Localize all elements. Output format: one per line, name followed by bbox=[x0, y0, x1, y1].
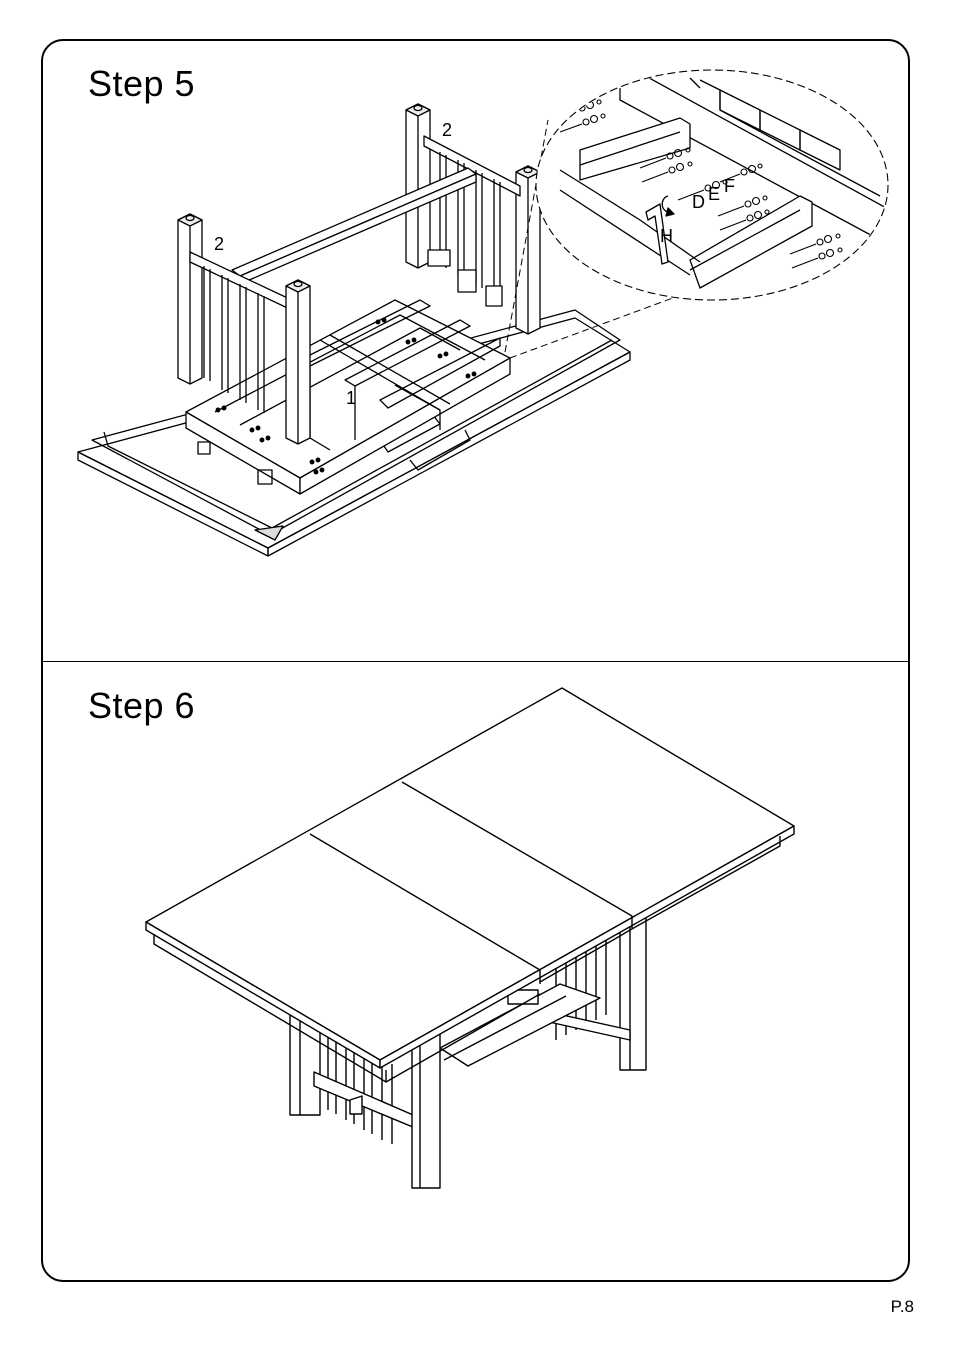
tool-h-label: H bbox=[660, 226, 673, 246]
hardware-e-label: E bbox=[708, 184, 720, 204]
part-1-label: 1 bbox=[346, 388, 356, 408]
leg-assembly-right bbox=[406, 104, 540, 334]
page-number: P.8 bbox=[891, 1297, 914, 1317]
step-6-illustration bbox=[0, 660, 954, 1280]
part-2-label-left: 2 bbox=[214, 234, 224, 254]
tabletop bbox=[146, 688, 794, 1082]
part-2-label-right: 2 bbox=[442, 120, 452, 140]
hardware-f-label: F bbox=[724, 176, 735, 196]
hardware-d-label: D bbox=[692, 192, 705, 212]
step-5-illustration: 1 2 2 D E F H bbox=[0, 0, 954, 660]
detail-magnifier bbox=[536, 60, 890, 300]
